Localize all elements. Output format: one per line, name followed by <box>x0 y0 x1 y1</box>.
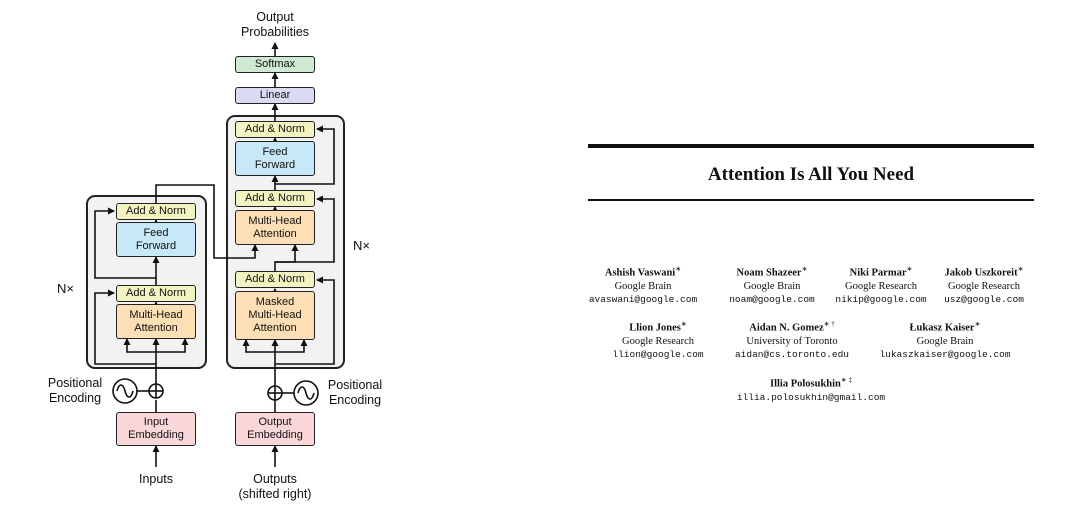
author-name: Łukasz Kaiser∗ <box>909 320 981 334</box>
decoder-add-norm-bottom: Add & Norm <box>235 271 315 288</box>
encoder-add-norm-top: Add & Norm <box>116 203 196 220</box>
author-email[interactable]: noam@google.com <box>729 293 815 305</box>
decoder-nx-label: N× <box>353 238 370 253</box>
author-email[interactable]: usz@google.com <box>944 293 1024 305</box>
author-block: Łukasz Kaiser∗ Google Brain lukaszkaiser… <box>870 318 1020 361</box>
output-probabilities-label: Output Probabilities <box>240 10 310 39</box>
author-name: Llion Jones∗ <box>629 320 687 334</box>
positional-encoding-left-label: Positional Encoding <box>47 376 103 405</box>
masked-multi-head-attention-block: Masked Multi-Head Attention <box>235 291 315 340</box>
author-name: Noam Shazeer∗ <box>736 265 808 279</box>
author-email[interactable]: nikip@google.com <box>835 293 927 305</box>
decoder-feed-forward-block: Feed Forward <box>235 141 315 176</box>
author-affiliation: University of Toronto <box>746 335 838 347</box>
author-name: Niki Parmar∗ <box>849 265 913 279</box>
title-rule-top <box>588 144 1034 148</box>
author-block: Illia Polosukhin∗ ‡ illia.polosukhin@gma… <box>731 374 891 404</box>
author-email[interactable]: aidan@cs.toronto.edu <box>734 348 850 360</box>
encoder-nx-label: N× <box>57 281 74 296</box>
linear-block: Linear <box>235 87 315 104</box>
encoder-add-norm-bottom: Add & Norm <box>116 285 196 302</box>
author-affiliation: Google Research <box>844 280 917 292</box>
author-block: Llion Jones∗ Google Research llion@googl… <box>594 318 722 361</box>
positional-encoding-right-label: Positional Encoding <box>327 378 383 407</box>
paper-title: Attention Is All You Need <box>707 164 915 185</box>
author-block: Noam Shazeer∗ Google Brain noam@google.c… <box>717 263 827 306</box>
author-affiliation: Google Research <box>621 335 694 347</box>
author-block: Ashish Vaswani∗ Google Brain avaswani@go… <box>588 263 698 306</box>
author-affiliation: Google Research <box>947 280 1020 292</box>
output-embedding-block: Output Embedding <box>235 412 315 446</box>
author-affiliation: Google Brain <box>614 280 672 292</box>
encoder-feed-forward-block: Feed Forward <box>116 222 196 257</box>
author-email[interactable]: avaswani@google.com <box>588 293 698 305</box>
author-block: Jakob Uszkoreit∗ Google Research usz@goo… <box>934 263 1034 306</box>
author-email[interactable]: lukaszkaiser@google.com <box>879 348 1011 360</box>
author-name: Jakob Uszkoreit∗ <box>944 265 1024 279</box>
decoder-add-norm-mid: Add & Norm <box>235 190 315 207</box>
author-affiliation: Google Brain <box>743 280 801 292</box>
outputs-label: Outputs (shifted right) <box>238 472 312 501</box>
author-email[interactable]: illia.polosukhin@gmail.com <box>736 391 886 403</box>
softmax-block: Softmax <box>235 56 315 73</box>
encoder-multi-head-attention-block: Multi-Head Attention <box>116 304 196 339</box>
inputs-label: Inputs <box>138 472 174 486</box>
paper-header: Attention Is All You Need Ashish Vaswani… <box>588 140 1034 410</box>
author-block: Aidan N. Gomez∗ † University of Toronto … <box>722 318 862 361</box>
transformer-diagram: Output Probabilities Softmax Linear Add … <box>0 0 420 513</box>
input-embedding-block: Input Embedding <box>116 412 196 446</box>
author-block: Niki Parmar∗ Google Research nikip@googl… <box>826 263 936 306</box>
decoder-multi-head-attention-block: Multi-Head Attention <box>235 210 315 245</box>
author-affiliation: Google Brain <box>916 335 974 347</box>
connection-arrows <box>94 42 335 467</box>
author-name: Ashish Vaswani∗ <box>604 265 682 279</box>
author-name: Illia Polosukhin∗ ‡ <box>769 376 853 390</box>
author-name: Aidan N. Gomez∗ † <box>749 320 835 334</box>
author-email[interactable]: llion@google.com <box>612 348 704 360</box>
title-rule-bottom <box>588 199 1034 201</box>
decoder-add-norm-top: Add & Norm <box>235 121 315 138</box>
